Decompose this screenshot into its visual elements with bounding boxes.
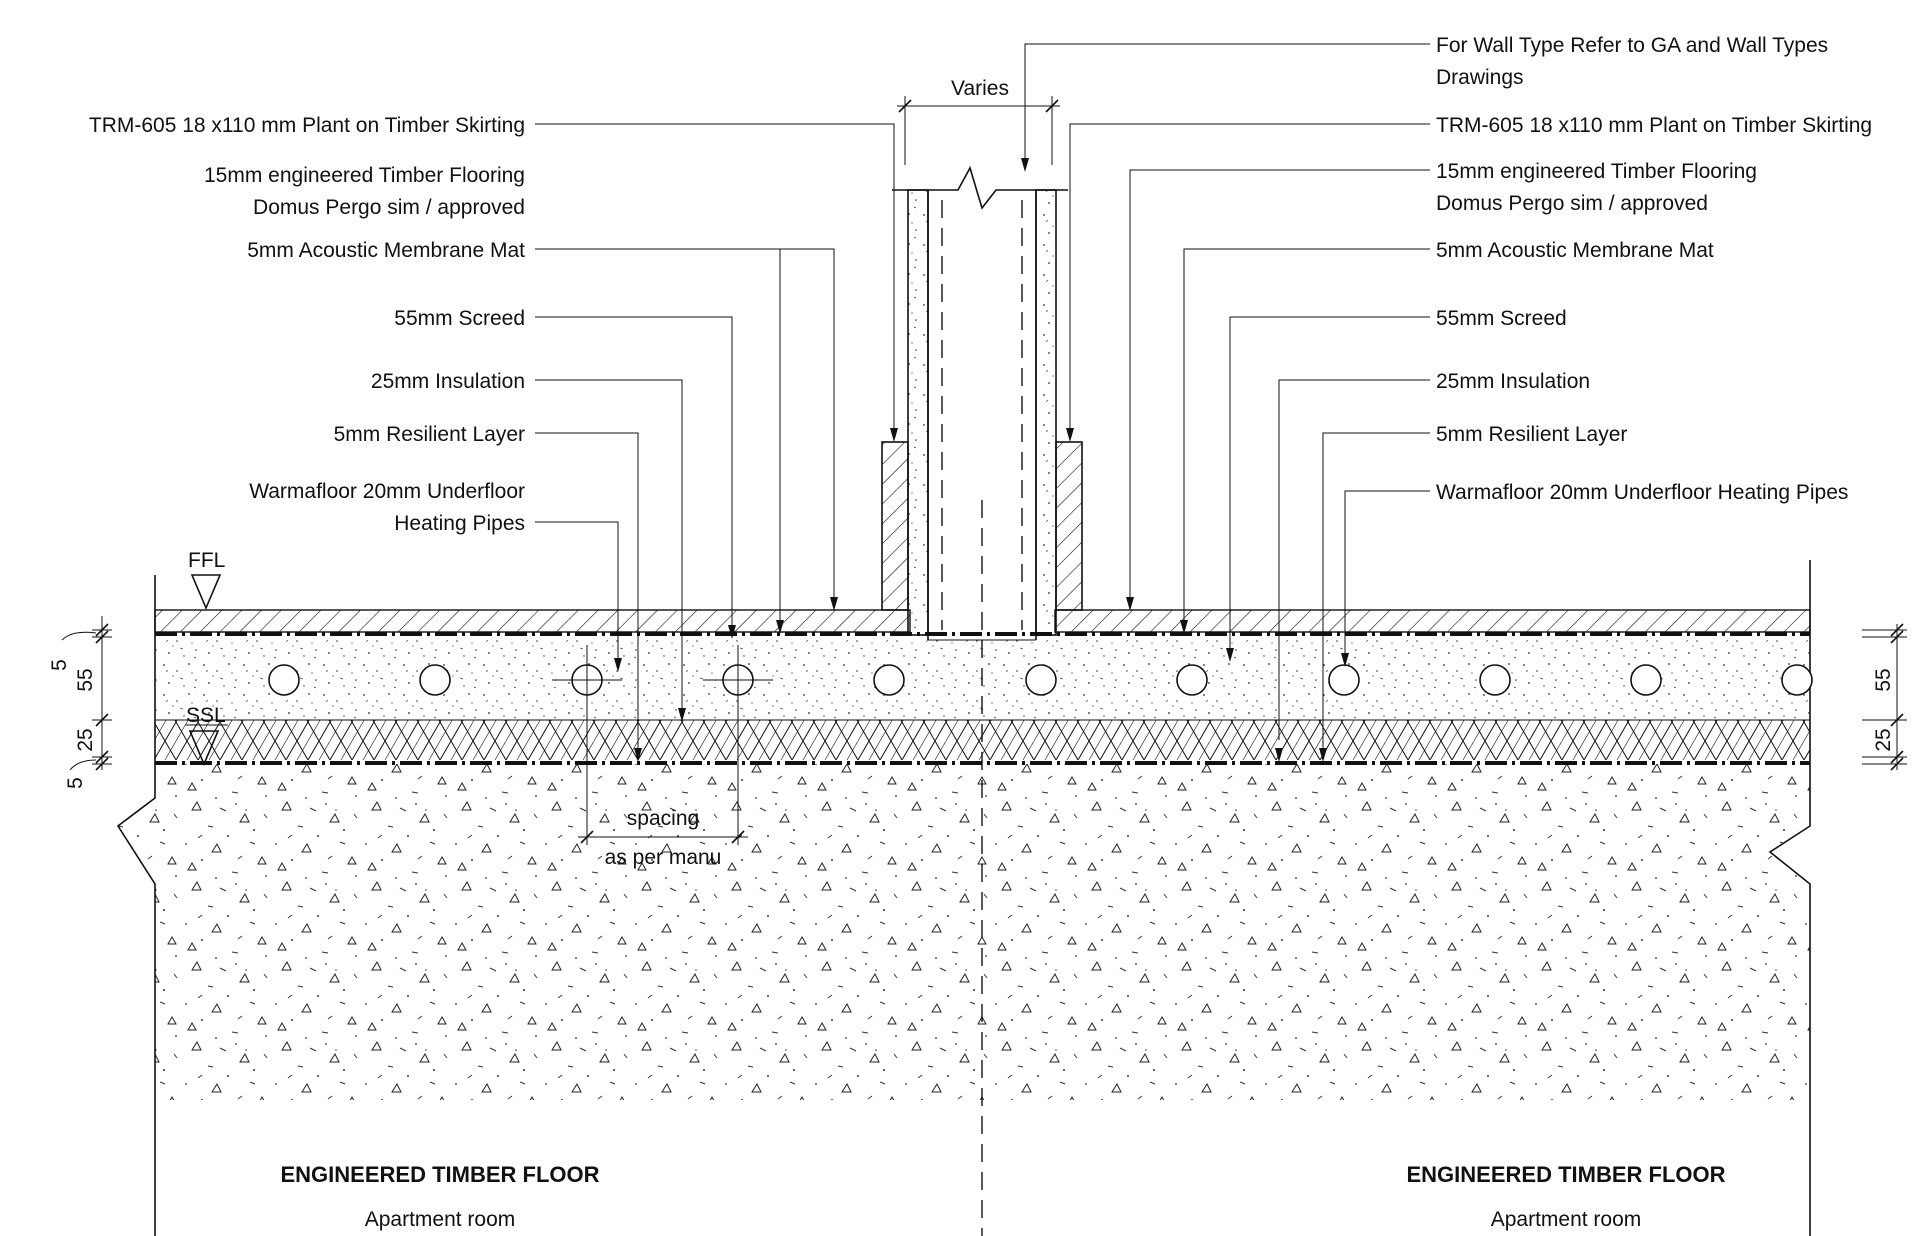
dim-left-25: 25 (74, 728, 97, 751)
label-skirting-left: TRM-605 18 x110 mm Plant on Timber Skirt… (89, 114, 525, 137)
dim-left-55: 55 (74, 668, 97, 691)
dim-left-5-top: 5 (48, 659, 71, 671)
skirting-left (881, 441, 909, 611)
dim-right-25: 25 (1872, 728, 1895, 751)
left-labels: TRM-605 18 x110 mm Plant on Timber Skirt… (89, 114, 525, 535)
room-title-left: ENGINEERED TIMBER FLOOR (280, 1162, 599, 1187)
label-pipes-left-2: Heating Pipes (394, 512, 525, 535)
timber-flooring-left (154, 609, 911, 633)
varies-label: Varies (951, 77, 1009, 100)
spacing-label-2: as per manu (605, 846, 722, 869)
label-acoustic-right: 5mm Acoustic Membrane Mat (1436, 239, 1714, 262)
partition-wall (892, 165, 1068, 641)
label-wall-type-2: Drawings (1436, 66, 1524, 89)
room-subtitle-right: Apartment room (1491, 1208, 1642, 1231)
label-acoustic-left: 5mm Acoustic Membrane Mat (247, 239, 525, 262)
room-title-right: ENGINEERED TIMBER FLOOR (1406, 1162, 1725, 1187)
label-pipes-right: Warmafloor 20mm Underfloor Heating Pipes (1436, 481, 1848, 504)
skirting-right (1055, 441, 1083, 611)
ssl-marker: SSL (185, 704, 228, 767)
label-resilient-right: 5mm Resilient Layer (1436, 423, 1627, 446)
ffl-marker: FFL (188, 549, 225, 611)
ffl-label: FFL (188, 549, 225, 572)
left-dimension-chain: 5 55 25 5 (48, 616, 112, 789)
right-labels: For Wall Type Refer to GA and Wall Types… (1436, 34, 1872, 504)
label-screed-right: 55mm Screed (1436, 307, 1567, 330)
label-insulation-left: 25mm Insulation (371, 370, 525, 393)
label-screed-left: 55mm Screed (394, 307, 525, 330)
label-resilient-left: 5mm Resilient Layer (334, 423, 525, 446)
label-pipes-left-1: Warmafloor 20mm Underfloor (249, 480, 525, 503)
spacing-label-1: spacing (627, 807, 699, 830)
label-insulation-right: 25mm Insulation (1436, 370, 1590, 393)
label-skirting-right: TRM-605 18 x110 mm Plant on Timber Skirt… (1436, 114, 1872, 137)
room-subtitle-left: Apartment room (365, 1208, 516, 1231)
pipe-spacing-dimension: spacing as per manu (578, 700, 748, 869)
right-leaders (1024, 43, 1430, 760)
varies-dimension: Varies (897, 77, 1060, 165)
dim-left-5-bottom: 5 (64, 777, 87, 789)
label-flooring-right-2: Domus Pergo sim / approved (1436, 192, 1708, 215)
label-flooring-left-2: Domus Pergo sim / approved (253, 196, 525, 219)
right-dimension-chain: 55 25 (1862, 623, 1907, 771)
ssl-label: SSL (186, 704, 226, 727)
dim-right-55: 55 (1872, 668, 1895, 691)
label-flooring-right-1: 15mm engineered Timber Flooring (1436, 160, 1757, 183)
concrete-slab (118, 764, 1810, 1100)
left-leaders (535, 123, 895, 760)
label-wall-type-1: For Wall Type Refer to GA and Wall Types (1436, 34, 1828, 57)
label-flooring-left-1: 15mm engineered Timber Flooring (204, 164, 525, 187)
timber-flooring-right (1054, 609, 1811, 633)
heating-pipes (268, 664, 1813, 696)
